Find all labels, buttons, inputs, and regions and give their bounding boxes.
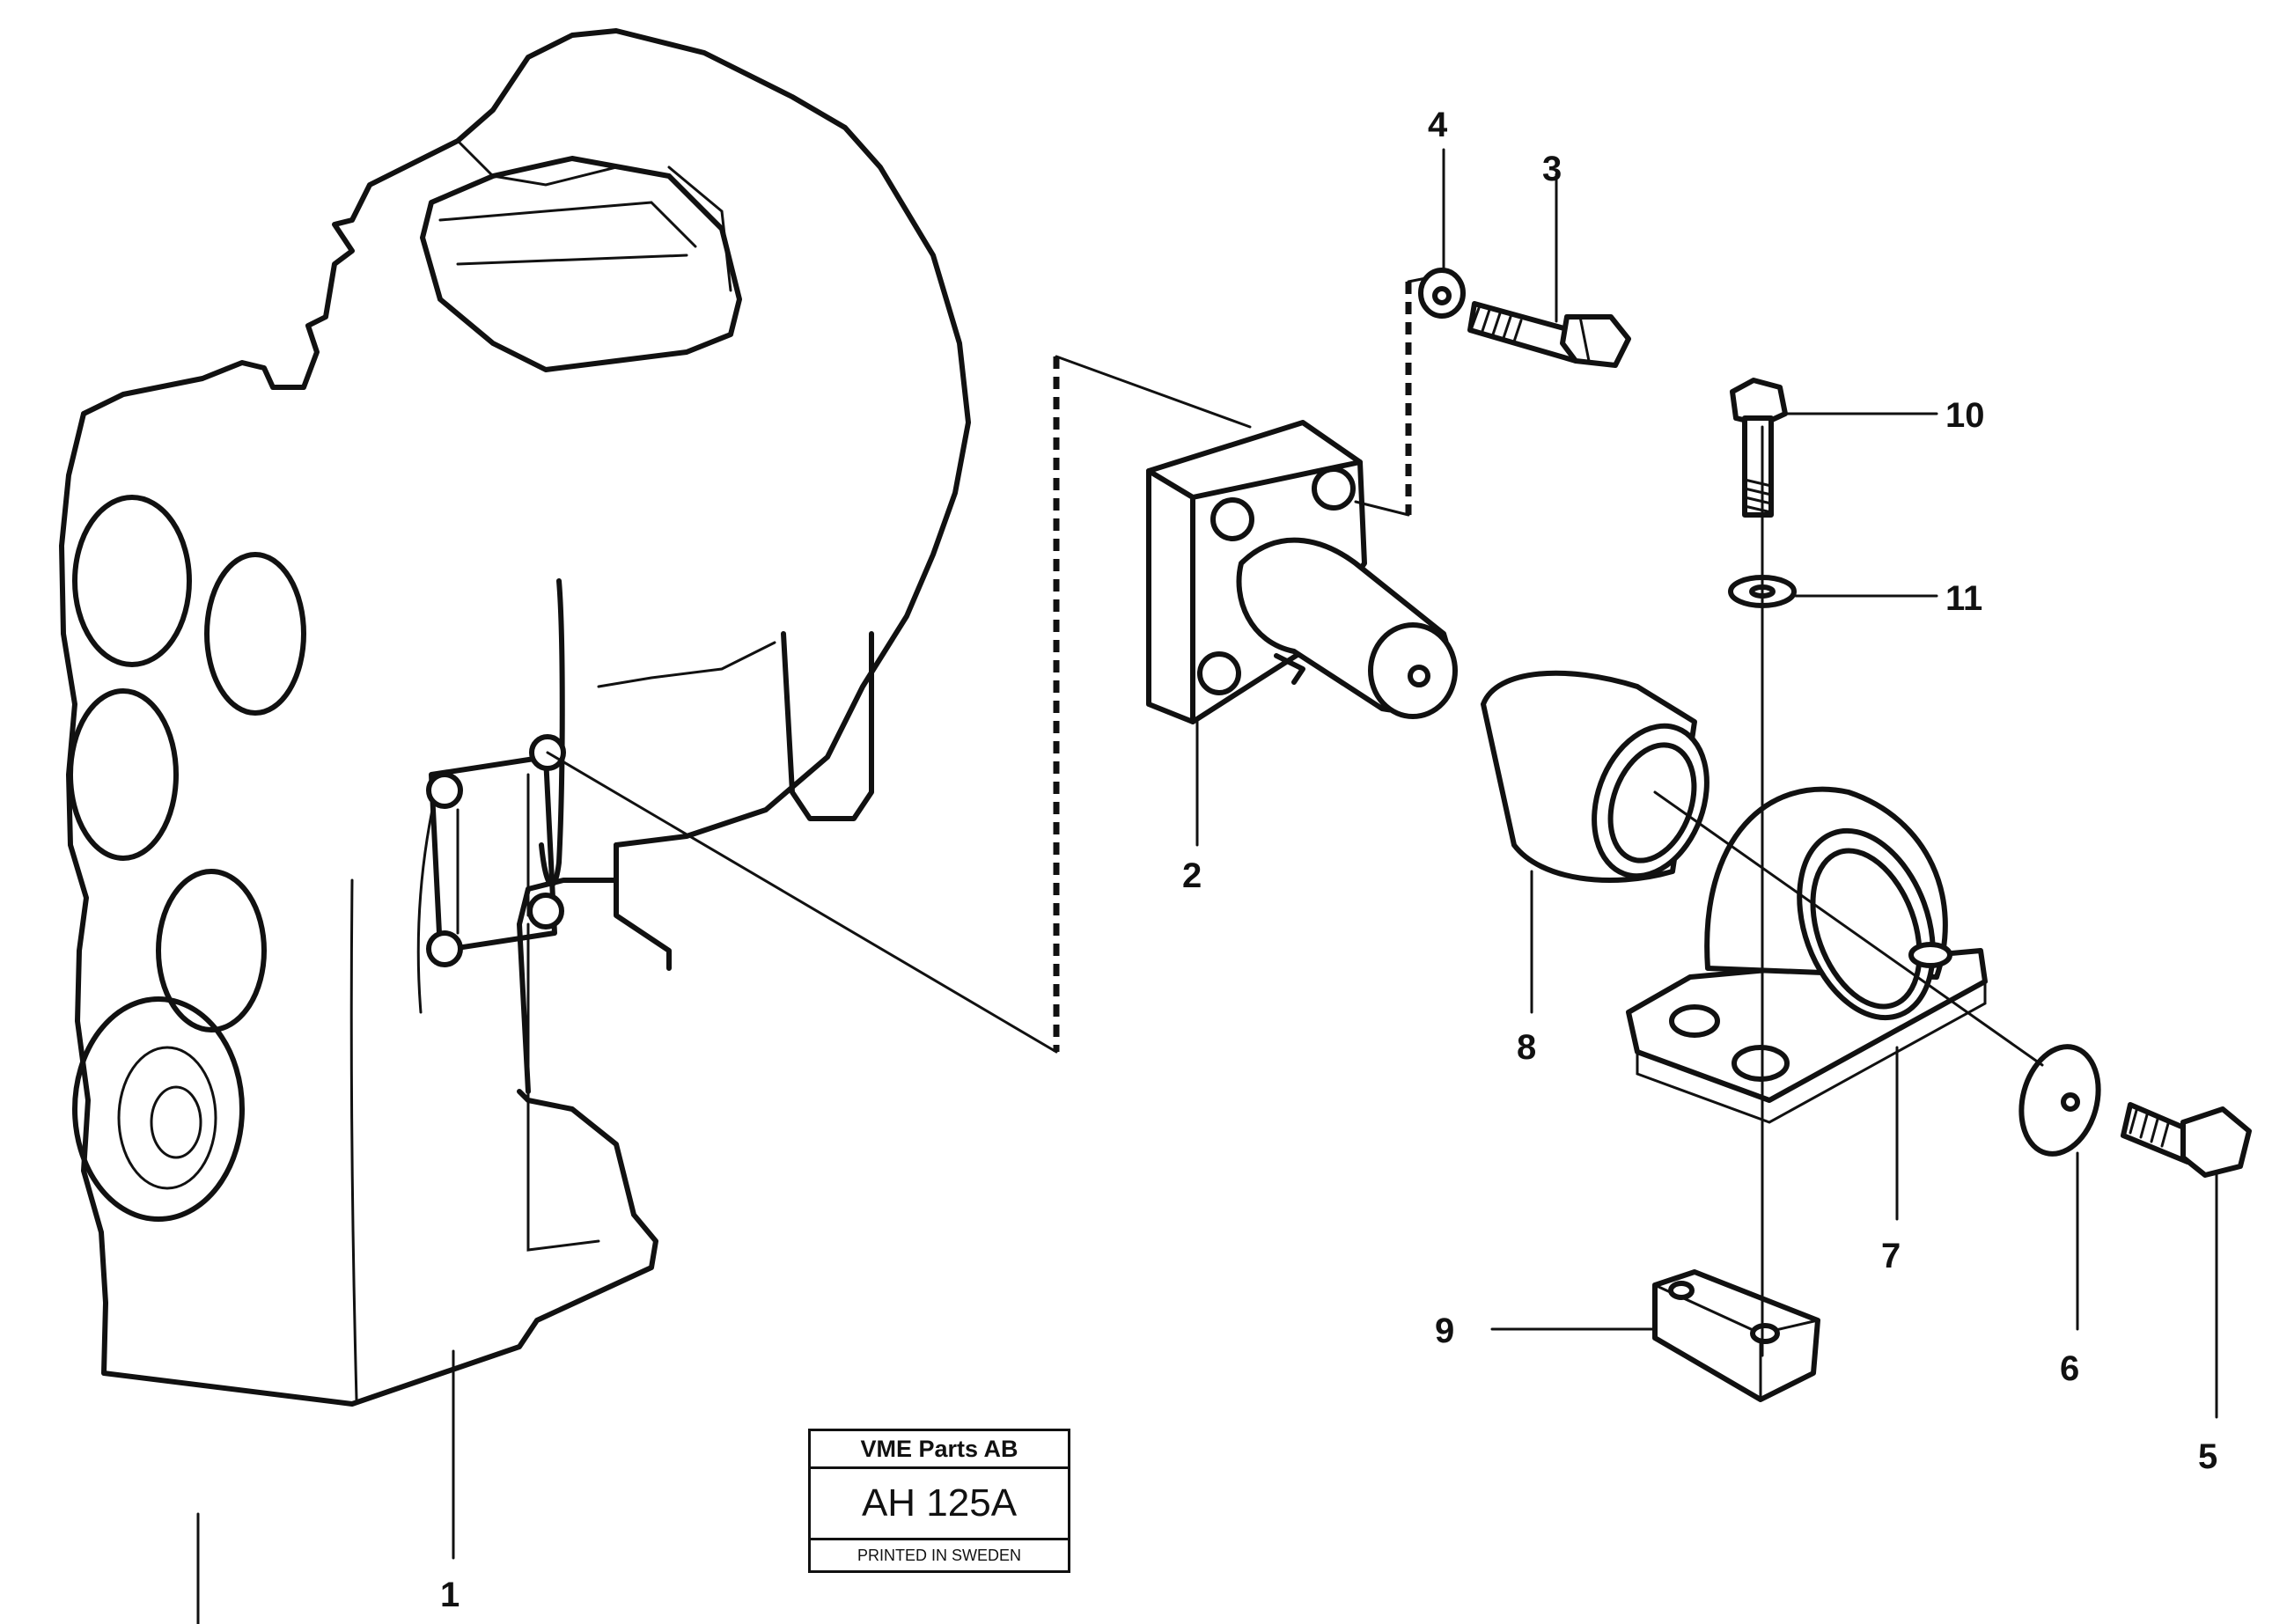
part-label-10: 10 [1945,396,1985,435]
rubber-bushing [1481,670,1710,883]
bearing-bracket [1626,786,1988,1124]
washer-and-bolt-lower [2018,1044,2252,1178]
part-label-9: 9 [1435,1312,1454,1350]
bolt-and-washer-upper [1418,268,1631,368]
part-label-2: 2 [1182,856,1202,895]
title-block: VME Parts AB AH 125A PRINTED IN SWEDEN [808,1429,1070,1573]
part-label-6: 6 [2060,1349,2079,1388]
part-label-7: 7 [1881,1237,1901,1275]
part-label-5: 5 [2198,1437,2217,1476]
nut-plate [1652,1269,1820,1402]
part-label-3: 3 [1542,150,1562,188]
part-label-11: 11 [1945,579,1982,618]
assembly-lines [546,276,2044,1357]
part-label-4: 4 [1428,106,1448,144]
printed-note: PRINTED IN SWEDEN [857,1547,1021,1564]
company-name: VME Parts AB [811,1431,1068,1469]
leader-lines [196,148,2218,1624]
part-labels: 1 2 3 4 5 6 7 8 9 10 11 [440,106,2217,1614]
transmission-housing [59,28,971,1407]
part-label-8: 8 [1517,1028,1536,1067]
diagram-code: AH 125A [811,1469,1068,1540]
bracket-with-stub-shaft [1146,420,1458,724]
part-label-1: 1 [440,1576,460,1614]
